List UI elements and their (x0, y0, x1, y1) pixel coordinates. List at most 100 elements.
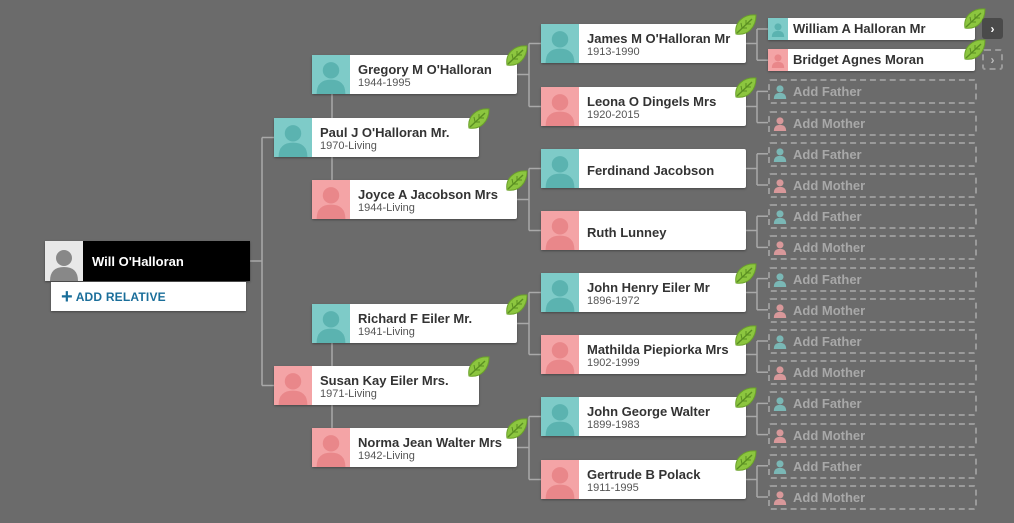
person-name: Norma Jean Walter Mrs (358, 435, 503, 450)
add-mother-button[interactable]: Add Mother (768, 360, 977, 385)
person-card[interactable]: Susan Kay Eiler Mrs.1971-Living (274, 356, 490, 405)
record-hint-leaf-icon[interactable] (503, 292, 529, 318)
record-hint-leaf-icon[interactable] (732, 75, 758, 101)
root-person-card[interactable]: Will O'Halloran (45, 241, 250, 281)
record-hint-leaf-icon[interactable] (503, 416, 529, 442)
add-parent-label: Add Father (793, 459, 862, 474)
add-father-button[interactable]: Add Father (768, 329, 977, 354)
record-hint-leaf-icon[interactable] (732, 448, 758, 474)
record-hint-leaf-icon[interactable] (961, 37, 987, 63)
add-father-button[interactable]: Add Father (768, 79, 977, 104)
person-card[interactable]: Richard F Eiler Mr.1941-Living (312, 294, 528, 343)
add-father-button[interactable]: Add Father (768, 204, 977, 229)
person-card[interactable]: Ferdinand Jacobson (541, 149, 746, 188)
record-hint-leaf-icon[interactable] (503, 43, 529, 69)
add-mother-button[interactable]: Add Mother (768, 485, 977, 510)
record-hint-leaf-icon[interactable] (732, 385, 758, 411)
person-card[interactable]: Bridget Agnes Moran (768, 39, 986, 71)
add-mother-button[interactable]: Add Mother (768, 423, 977, 448)
person-dates: 1920-2015 (587, 109, 640, 121)
add-father-button[interactable]: Add Father (768, 391, 977, 416)
person-card[interactable]: Paul J O'Halloran Mr.1970-Living (274, 108, 490, 157)
add-father-button[interactable]: Add Father (768, 267, 977, 292)
person-text: Bridget Agnes Moran (788, 49, 930, 71)
male-avatar-icon (541, 273, 579, 312)
person-name: Susan Kay Eiler Mrs. (320, 373, 449, 388)
female-placeholder-icon (770, 178, 790, 193)
person-name: William A Halloran Mr (793, 21, 926, 36)
record-hint-leaf-icon[interactable] (961, 6, 987, 32)
person-dates: 1970-Living (320, 140, 377, 152)
record-hint-leaf-icon[interactable] (732, 323, 758, 349)
person-text: Susan Kay Eiler Mrs.1971-Living (312, 366, 455, 405)
female-avatar-icon (541, 460, 579, 499)
plus-icon: + (61, 285, 73, 308)
male-avatar-icon (768, 18, 788, 40)
person-dates: 1944-Living (358, 202, 415, 214)
person-text: William A Halloran Mr (788, 18, 932, 40)
female-avatar-icon (768, 49, 788, 71)
record-hint-leaf-icon[interactable] (732, 12, 758, 38)
person-dates: 1913-1990 (587, 46, 640, 58)
add-parent-label: Add Mother (793, 365, 866, 380)
person-dates: 1896-1972 (587, 295, 640, 307)
add-father-button[interactable]: Add Father (768, 454, 977, 479)
person-dates: 1941-Living (358, 326, 415, 338)
female-avatar-icon (541, 335, 579, 374)
person-name: Mathilda Piepiorka Mrs (587, 342, 729, 357)
add-relative-button[interactable]: + ADD RELATIVE (51, 282, 246, 311)
person-name: Paul J O'Halloran Mr. (320, 125, 450, 140)
record-hint-leaf-icon[interactable] (465, 354, 491, 380)
person-text: Richard F Eiler Mr.1941-Living (350, 304, 478, 343)
person-dates: 1944-1995 (358, 77, 411, 89)
person-card[interactable]: Ruth Lunney (541, 211, 746, 250)
record-hint-leaf-icon[interactable] (503, 168, 529, 194)
female-avatar-icon (541, 87, 579, 126)
person-name: Ruth Lunney (587, 224, 667, 240)
male-placeholder-icon (770, 147, 790, 162)
male-placeholder-icon (770, 84, 790, 99)
male-placeholder-icon (770, 272, 790, 287)
person-name: Gertrude B Polack (587, 467, 701, 482)
add-parent-label: Add Mother (793, 490, 866, 505)
add-father-button[interactable]: Add Father (768, 142, 977, 167)
add-mother-button[interactable]: Add Mother (768, 235, 977, 260)
female-placeholder-icon (770, 428, 790, 443)
add-mother-button[interactable]: Add Mother (768, 173, 977, 198)
add-parent-label: Add Mother (793, 303, 866, 318)
add-parent-label: Add Mother (793, 240, 866, 255)
male-avatar-icon (541, 149, 579, 188)
record-hint-leaf-icon[interactable] (732, 261, 758, 287)
male-avatar-icon (312, 55, 350, 94)
expand-chevron-right-icon[interactable]: › (982, 18, 1003, 39)
add-mother-button[interactable]: Add Mother (768, 298, 977, 323)
person-text: Ferdinand Jacobson (579, 149, 720, 188)
person-card[interactable]: William A Halloran Mr (768, 8, 986, 40)
female-placeholder-icon (770, 303, 790, 318)
female-placeholder-icon (770, 365, 790, 380)
add-mother-button[interactable]: Add Mother (768, 111, 977, 136)
record-hint-leaf-icon[interactable] (465, 106, 491, 132)
male-avatar-icon (274, 118, 312, 157)
person-name: John George Walter (587, 404, 711, 419)
male-placeholder-icon (770, 459, 790, 474)
add-parent-label: Add Mother (793, 116, 866, 131)
root-person-name: Will O'Halloran (92, 253, 184, 269)
expand-chevron-right-icon[interactable]: › (982, 49, 1003, 70)
